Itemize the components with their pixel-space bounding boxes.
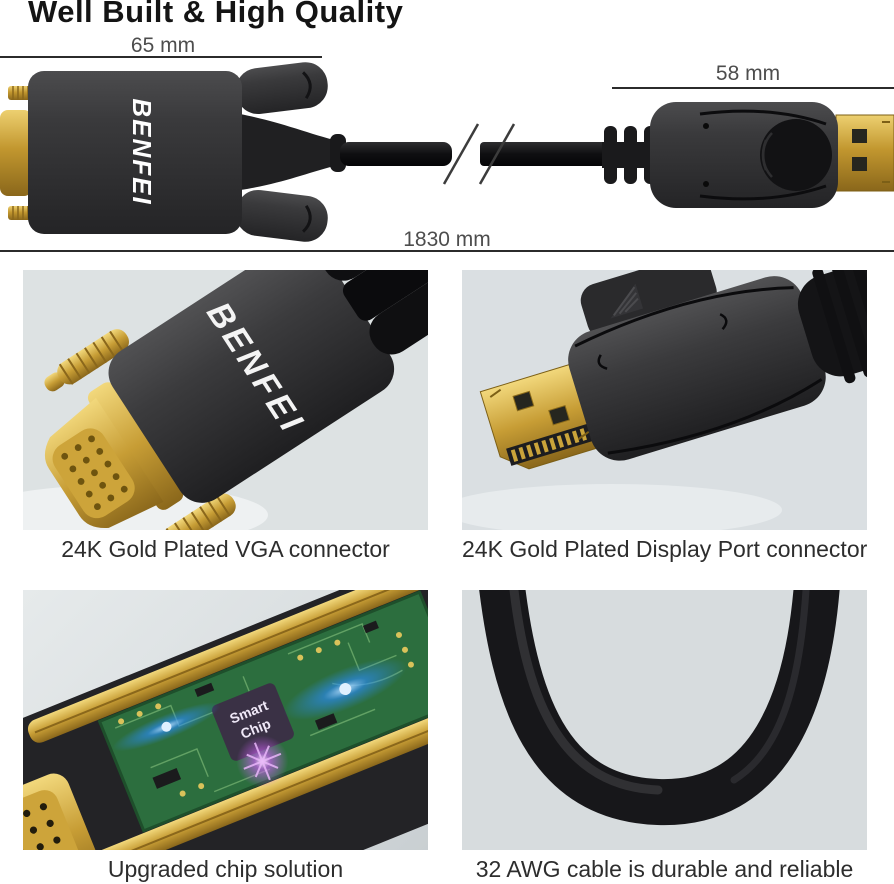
connector-body <box>108 270 395 503</box>
vga-connector-drawing: BENFEI <box>0 62 346 242</box>
gold-dsub-shell <box>44 382 184 528</box>
vga-body <box>28 71 242 234</box>
vga-length-line <box>0 56 322 58</box>
feature-caption: 24K Gold Plated Display Port connector <box>462 536 868 562</box>
vga-gold-plug <box>0 110 32 196</box>
brand-logo-diagram: BENFEI <box>127 98 157 205</box>
measurement-cable-length: 1830 mm <box>0 228 894 252</box>
feature-caption: 24K Gold Plated VGA connector <box>61 536 390 562</box>
dp-pins <box>510 428 587 462</box>
floor-glow <box>462 484 782 530</box>
dp-body <box>650 102 838 208</box>
measurement-vga-length: 65 mm <box>0 34 322 58</box>
vga-pin-holes <box>23 803 61 850</box>
measurement-dp-length: 58 mm <box>612 62 894 89</box>
vga-connector-photo: BENFEI <box>23 270 428 530</box>
page-title: Well Built & High Quality <box>28 0 404 29</box>
gold-dp-plug <box>479 362 601 470</box>
vga-connector-3d: BENFEI <box>44 270 428 530</box>
cable-break-slash <box>478 123 516 185</box>
feature-card-chip-solution: Smart Chip <box>23 590 428 883</box>
dp-connector-3d <box>479 270 867 470</box>
cable-loop-photo <box>462 590 867 850</box>
vga-length-label: 65 mm <box>131 34 195 57</box>
dp-latch-button <box>580 270 717 339</box>
gold-rails <box>27 590 428 850</box>
thumbscrew <box>163 493 236 530</box>
feature-card-vga-connector: BENFEI 24K Gold Plated VGA connector <box>23 270 428 563</box>
feature-card-cable-durability: 32 AWG cable is durable and reliable <box>462 590 867 883</box>
vga-thumbscrew-grip-bottom <box>235 189 328 242</box>
light-flares <box>112 658 407 788</box>
cable-dimensions-diagram: 65 mm 58 mm <box>0 34 894 252</box>
cable-loop-3d <box>479 590 840 826</box>
displayport-connector-photo <box>462 270 867 530</box>
displayport-connector-drawing <box>602 102 894 208</box>
cable-break-slash <box>442 123 480 185</box>
dp-length-label: 58 mm <box>716 62 780 85</box>
pcb-components <box>152 620 379 789</box>
vga-pins <box>61 435 128 511</box>
open-connector-3d: Smart Chip <box>23 590 428 850</box>
cable-boot <box>797 270 867 384</box>
vga-screw-top <box>8 86 32 100</box>
dp-length-line <box>612 87 894 89</box>
thumbscrew <box>44 329 129 392</box>
chip-solution-photo: Smart Chip <box>23 590 428 850</box>
vga-thumbscrew-grip-top <box>235 62 328 115</box>
cable-length-line <box>0 250 894 252</box>
feature-card-displayport-connector: 24K Gold Plated Display Port connector <box>462 270 867 563</box>
cable-drawing <box>340 123 626 185</box>
cable-boots <box>321 270 428 355</box>
dp-gold-plug <box>835 114 894 192</box>
feature-caption: 32 AWG cable is durable and reliable <box>475 856 854 882</box>
gold-vga-head <box>23 773 105 850</box>
dp-body-3d <box>568 276 826 461</box>
cable-length-label: 1830 mm <box>403 228 491 251</box>
pcb-pads <box>118 631 414 797</box>
vga-screw-bottom <box>8 206 32 220</box>
feature-caption: Upgraded chip solution <box>107 856 344 882</box>
